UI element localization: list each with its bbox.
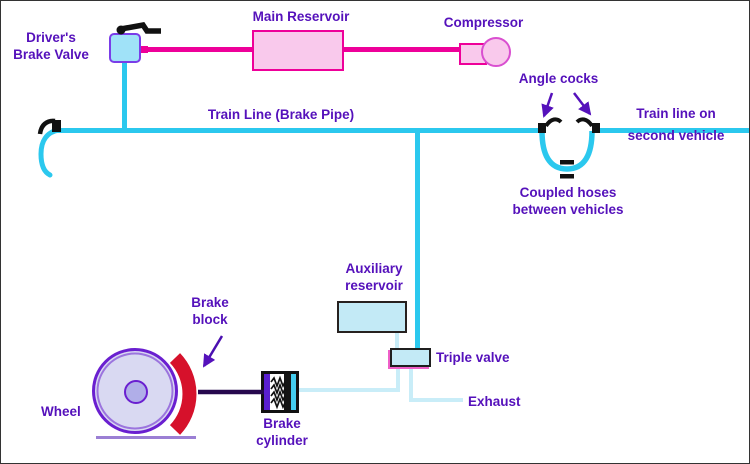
auxiliary-reservoir-box — [337, 301, 407, 333]
angle-cock-left-body — [538, 123, 546, 133]
compressor-wheel — [481, 37, 511, 67]
label-triple-valve: Triple valve — [436, 350, 510, 365]
label-drivers-brake-valve: Driver's Brake Valve — [13, 30, 89, 62]
label-auxiliary-reservoir: Auxiliary reservoir — [345, 261, 403, 293]
angle-cock-right-handle — [575, 117, 594, 128]
triple-valve-box — [390, 348, 431, 367]
train-line-pipe — [56, 128, 538, 133]
angle-cock-left-handle — [544, 117, 563, 128]
label-angle-cocks: Angle cocks — [518, 71, 599, 86]
label-compressor: Compressor — [443, 15, 524, 30]
angle-cock-arrow-right — [573, 92, 592, 116]
cylinder-pipe-vertical — [396, 364, 400, 392]
exhaust-pipe-vertical — [409, 364, 413, 402]
front-angle-cock-icon — [37, 118, 56, 135]
wheel-hub — [124, 380, 148, 404]
label-exhaust: Exhaust — [468, 394, 521, 409]
brake-block-arrow — [202, 335, 224, 368]
label-coupled-hoses: Coupled hoses between vehicles — [512, 185, 624, 217]
label-train-line-second-vehicle: Train line on second vehicle — [627, 106, 725, 143]
hose-coupling-lower — [560, 174, 574, 179]
rail-line — [96, 436, 196, 439]
valve-pipe-stub — [141, 46, 148, 53]
brake-cylinder-end-plate — [264, 374, 270, 410]
valve-to-trainline-pipe — [122, 61, 127, 130]
angle-cock-arrow-left — [541, 92, 554, 118]
hose-coupling-upper — [560, 160, 574, 165]
label-train-line: Train Line (Brake Pipe) — [207, 107, 355, 122]
label-brake-cylinder: Brake cylinder — [256, 416, 308, 448]
label-main-reservoir: Main Reservoir — [252, 9, 350, 24]
exhaust-pipe-horizontal — [409, 398, 463, 402]
label-brake-block: Brake block — [191, 295, 229, 327]
trainline-to-triple-valve-pipe — [415, 131, 420, 361]
main-reservoir-box — [252, 30, 344, 71]
aux-reservoir-pipe — [395, 332, 399, 350]
drivers-brake-valve-box — [109, 33, 141, 63]
valve-handle-icon — [120, 21, 161, 34]
train-line-pipe-second-vehicle — [598, 128, 749, 133]
coupled-hoses-curve — [539, 130, 595, 172]
front-hose — [38, 127, 62, 178]
brake-cylinder-port — [291, 374, 296, 410]
brake-cylinder-piston — [284, 374, 291, 410]
cylinder-pipe-horizontal — [297, 388, 400, 392]
label-wheel: Wheel — [41, 404, 81, 419]
